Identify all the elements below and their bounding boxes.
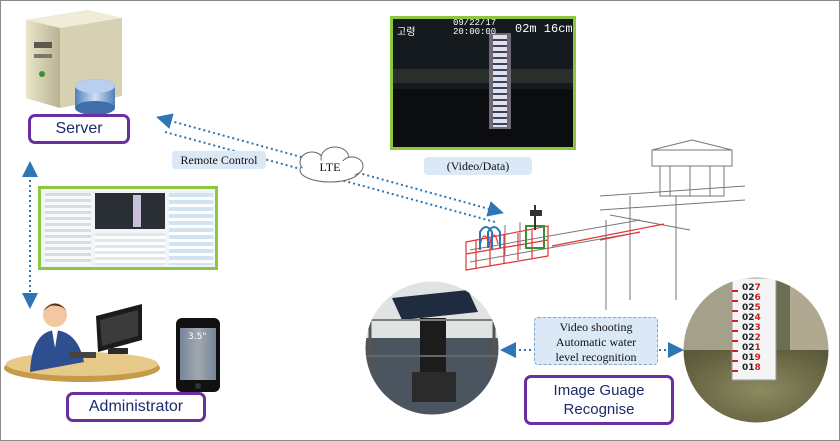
lte-tag: LTE <box>319 160 341 174</box>
camera-station: 고령 <box>397 28 416 39</box>
red-railing <box>465 223 665 271</box>
camera-installation-photo <box>362 278 502 418</box>
gauge-number: 021 <box>742 343 761 353</box>
video-shooting-tag: Video shooting Automatic water level rec… <box>534 317 658 365</box>
image-gauge-label: Image Guage Recognise <box>524 375 674 425</box>
camera-water-level: 02m 16cm <box>515 22 573 36</box>
gauge-number: 019 <box>742 353 761 363</box>
lte-cloud <box>299 146 364 183</box>
gauge-number: 022 <box>742 333 761 343</box>
administrator-label: Administrator <box>66 392 206 422</box>
blue-ladder <box>479 226 501 250</box>
gauge-number: 024 <box>742 313 761 323</box>
smartphone-icon <box>176 318 220 392</box>
gauge-number: 027 <box>742 283 761 293</box>
camera-mast <box>525 205 545 249</box>
camera-time: 20:00:00 <box>453 27 497 37</box>
gauge-number: 026 <box>742 293 761 303</box>
camera-date: 09/22/17 <box>453 18 497 28</box>
gauge-tick-marks <box>732 290 738 372</box>
gauge-number: 018 <box>742 363 761 373</box>
gauge-number: 023 <box>742 323 761 333</box>
gauge-number: 025 <box>742 303 761 313</box>
staff-gauge-photo <box>680 274 832 426</box>
phone-screen-size: 3.5" <box>188 332 207 342</box>
server-label: Server <box>28 114 130 144</box>
gauge-numbers: 027 026 025 024 023 022 021 019 018 <box>742 283 774 373</box>
bridge-structure <box>469 139 746 310</box>
remote-control-tag: Remote Control <box>172 151 266 169</box>
camera-feed-screenshot: 고령 09/22/17 20:00:00 02m 16cm <box>390 16 576 150</box>
video-data-tag: (Video/Data) <box>424 157 532 175</box>
administrator-icon <box>4 303 160 382</box>
monitoring-software-screenshot <box>38 186 218 270</box>
server-icon <box>26 10 122 115</box>
